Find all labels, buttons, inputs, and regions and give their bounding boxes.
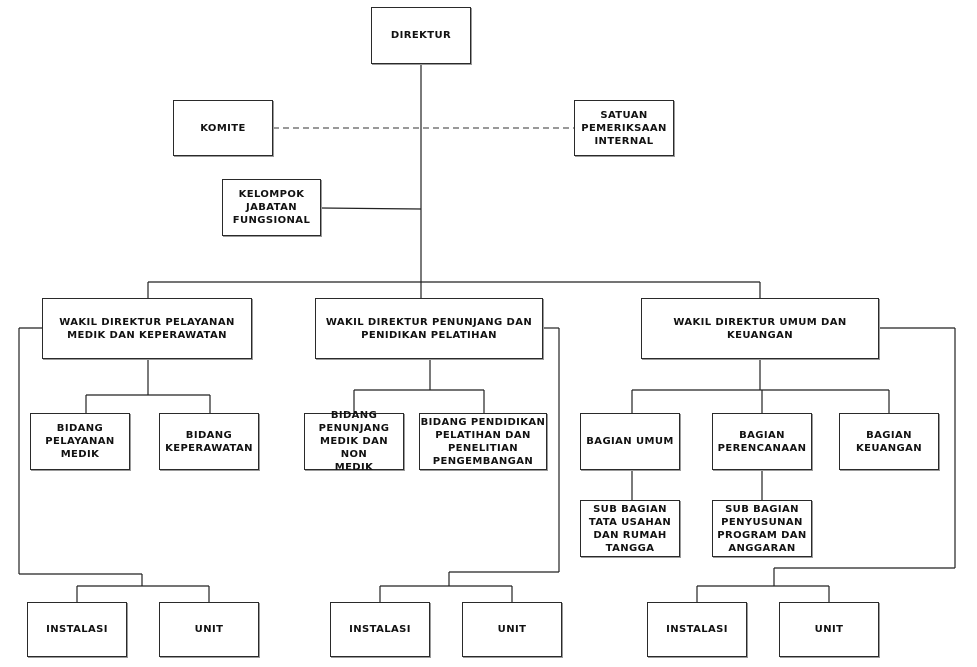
- unit-box-1: UNIT: [159, 602, 259, 657]
- unit-box-3: UNIT: [779, 602, 879, 657]
- bidang-keperawatan-label: BIDANG KEPERAWATAN: [165, 429, 253, 454]
- direktur-box: DIREKTUR: [371, 7, 471, 64]
- komite-box: KOMITE: [173, 100, 273, 156]
- instalasi-box-2: INSTALASI: [330, 602, 430, 657]
- komite-label: KOMITE: [200, 122, 246, 134]
- unit-label-1: UNIT: [194, 624, 224, 635]
- bidang-penunjang-label: BIDANG PENUNJANG MEDIK DAN NON MEDIK: [318, 410, 390, 473]
- unit-label-3: UNIT: [814, 624, 844, 635]
- satuan-pemeriksaan-internal-label: SATUAN PEMERIKSAAN INTERNAL: [581, 109, 667, 147]
- bagian-perencanaan-label: BAGIAN PERENCANAAN: [717, 429, 807, 454]
- bagian-perencanaan-box: BAGIAN PERENCANAAN: [712, 413, 812, 470]
- instalasi-box-3: INSTALASI: [647, 602, 747, 657]
- bidang-pelayanan-medik-box: BIDANG PELAYANAN MEDIK: [30, 413, 130, 470]
- bagian-keuangan-label: BAGIAN KEUANGAN: [855, 429, 923, 454]
- wakil-direktur-pelayanan-label: WAKIL DIREKTUR PELAYANAN MEDIK DAN KEPER…: [59, 316, 235, 341]
- kelompok-jabatan-fungsional-box: KELOMPOK JABATAN FUNGSIONAL: [222, 179, 321, 236]
- bidang-pendidikan-label: BIDANG PENDIDIKAN PELATIHAN DAN PENELITI…: [420, 416, 546, 467]
- bagian-keuangan-box: BAGIAN KEUANGAN: [839, 413, 939, 470]
- wakil-direktur-penunjang-box: WAKIL DIREKTUR PENUNJANG DAN PENIDIKAN P…: [315, 298, 543, 359]
- direktur-label: DIREKTUR: [390, 30, 452, 41]
- bagian-umum-label: BAGIAN UMUM: [586, 436, 674, 447]
- bagian-umum-box: BAGIAN UMUM: [580, 413, 680, 470]
- wakil-direktur-penunjang-label: WAKIL DIREKTUR PENUNJANG DAN PENIDIKAN P…: [325, 316, 533, 341]
- bidang-pelayanan-medik-label: BIDANG PELAYANAN MEDIK: [45, 423, 115, 460]
- instalasi-label-2: INSTALASI: [349, 624, 411, 635]
- wakil-direktur-pelayanan-box: WAKIL DIREKTUR PELAYANAN MEDIK DAN KEPER…: [42, 298, 252, 359]
- sub-bagian-tata-usaha-label: SUB BAGIAN TATA USAHAN DAN RUMAH TANGGA: [588, 503, 672, 554]
- kelompok-jabatan-fungsional-label: KELOMPOK JABATAN FUNGSIONAL: [232, 189, 311, 226]
- bidang-keperawatan-box: BIDANG KEPERAWATAN: [159, 413, 259, 470]
- sub-bagian-penyusunan-program-label: SUB BAGIAN PENYUSUNAN PROGRAM DAN ANGGAR…: [717, 503, 807, 554]
- bidang-pendidikan-box: BIDANG PENDIDIKAN PELATIHAN DAN PENELITI…: [419, 413, 547, 470]
- sub-bagian-penyusunan-program-box: SUB BAGIAN PENYUSUNAN PROGRAM DAN ANGGAR…: [712, 500, 812, 557]
- satuan-pemeriksaan-internal-box: SATUAN PEMERIKSAAN INTERNAL: [574, 100, 674, 156]
- instalasi-box-1: INSTALASI: [27, 602, 127, 657]
- unit-box-2: UNIT: [462, 602, 562, 657]
- wakil-direktur-umum-label: WAKIL DIREKTUR UMUM DAN KEUANGAN: [673, 316, 847, 341]
- unit-label-2: UNIT: [497, 624, 527, 635]
- instalasi-label-3: INSTALASI: [666, 624, 728, 635]
- wakil-direktur-umum-box: WAKIL DIREKTUR UMUM DAN KEUANGAN: [641, 298, 879, 359]
- sub-bagian-tata-usaha-box: SUB BAGIAN TATA USAHAN DAN RUMAH TANGGA: [580, 500, 680, 557]
- bidang-penunjang-box: BIDANG PENUNJANG MEDIK DAN NON MEDIK: [304, 410, 404, 473]
- instalasi-label-1: INSTALASI: [46, 624, 108, 635]
